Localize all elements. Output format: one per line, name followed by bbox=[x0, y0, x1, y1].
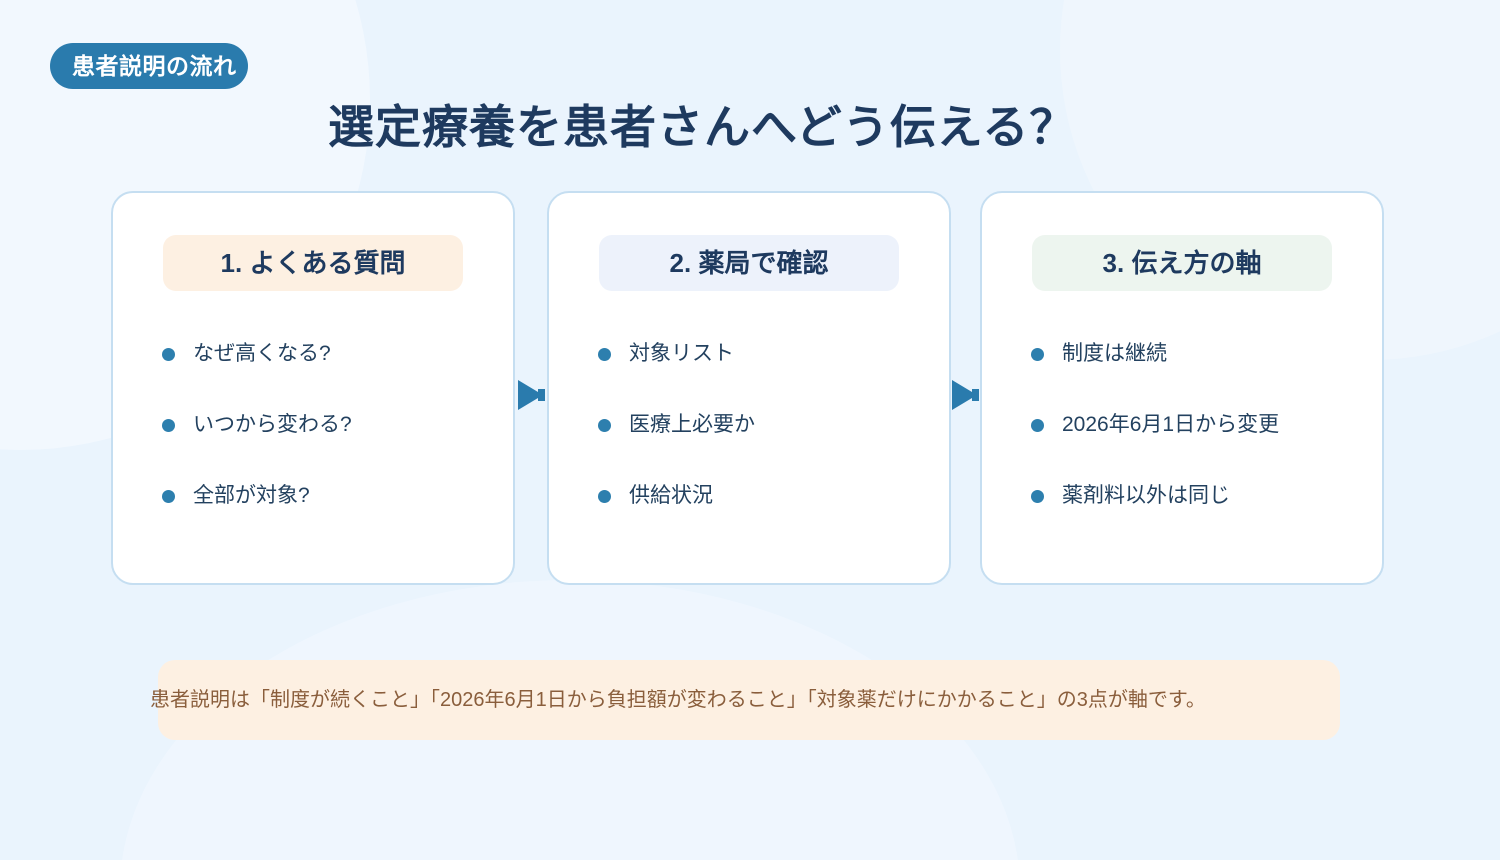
list-item: 全部が対象? bbox=[155, 481, 493, 552]
card-step-3-bullet-list: 制度は継続 2026年6月1日から変更 薬剤料以外は同じ bbox=[1024, 339, 1362, 552]
list-item: 供給状況 bbox=[591, 481, 929, 552]
bullet-dot-icon bbox=[1031, 490, 1044, 503]
list-item-label: 供給状況 bbox=[629, 484, 713, 507]
card-step-3-header: 3. 伝え方の軸 bbox=[1032, 235, 1332, 291]
bullet-dot-icon bbox=[598, 490, 611, 503]
bullet-dot-icon bbox=[162, 419, 175, 432]
list-item-label: 薬剤料以外は同じ bbox=[1062, 484, 1230, 507]
list-item-label: 対象リスト bbox=[629, 342, 734, 365]
list-item-label: なぜ高くなる? bbox=[193, 342, 331, 365]
summary-note-text: 患者説明は「制度が続くこと」「2026年6月1日から負担額が変わること」「対象薬… bbox=[150, 689, 1206, 711]
arrow-right-icon bbox=[950, 378, 980, 412]
card-step-2-header: 2. 薬局で確認 bbox=[599, 235, 899, 291]
list-item: 医療上必要か bbox=[591, 410, 929, 481]
arrow-right-icon bbox=[516, 378, 546, 412]
page-title: 選定療養を患者さんへどう伝える？ bbox=[328, 100, 1077, 153]
list-item: 薬剤料以外は同じ bbox=[1024, 481, 1362, 552]
card-step-2: 2. 薬局で確認 対象リスト 医療上必要か 供給状況 bbox=[547, 191, 951, 585]
list-item-label: 医療上必要か bbox=[629, 413, 755, 436]
bullet-dot-icon bbox=[1031, 348, 1044, 361]
card-step-3: 3. 伝え方の軸 制度は継続 2026年6月1日から変更 薬剤料以外は同じ bbox=[980, 191, 1384, 585]
bullet-dot-icon bbox=[162, 490, 175, 503]
card-step-1-header: 1. よくある質問 bbox=[163, 235, 463, 291]
list-item: 2026年6月1日から変更 bbox=[1024, 410, 1362, 481]
section-badge-label: 患者説明の流れ bbox=[72, 53, 237, 79]
list-item: いつから変わる? bbox=[155, 410, 493, 481]
bullet-dot-icon bbox=[162, 348, 175, 361]
card-step-1-bullet-list: なぜ高くなる? いつから変わる? 全部が対象? bbox=[155, 339, 493, 552]
card-step-1: 1. よくある質問 なぜ高くなる? いつから変わる? 全部が対象? bbox=[111, 191, 515, 585]
bullet-dot-icon bbox=[1031, 419, 1044, 432]
list-item: なぜ高くなる? bbox=[155, 339, 493, 410]
list-item-label: 2026年6月1日から変更 bbox=[1062, 413, 1280, 436]
section-badge: 患者説明の流れ bbox=[50, 43, 248, 89]
list-item-label: 全部が対象? bbox=[193, 484, 310, 507]
card-step-2-bullet-list: 対象リスト 医療上必要か 供給状況 bbox=[591, 339, 929, 552]
list-item: 対象リスト bbox=[591, 339, 929, 410]
bullet-dot-icon bbox=[598, 348, 611, 361]
list-item-label: 制度は継続 bbox=[1062, 342, 1167, 365]
list-item: 制度は継続 bbox=[1024, 339, 1362, 410]
card-row: 1. よくある質問 なぜ高くなる? いつから変わる? 全部が対象? 2. 薬局で… bbox=[111, 191, 1393, 585]
list-item-label: いつから変わる? bbox=[193, 413, 352, 436]
summary-note: 患者説明は「制度が続くこと」「2026年6月1日から負担額が変わること」「対象薬… bbox=[150, 660, 1340, 740]
bullet-dot-icon bbox=[598, 419, 611, 432]
